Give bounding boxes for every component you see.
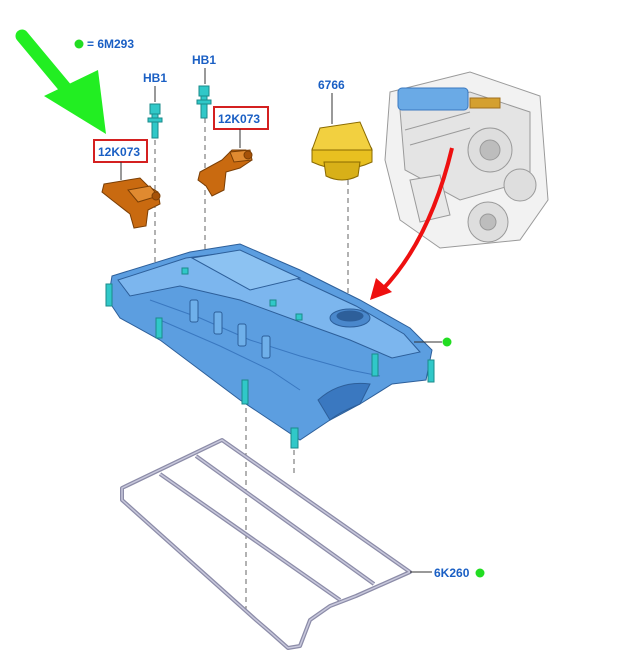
sensor-right-highlight <box>213 106 269 130</box>
bolt-right-label: HB1 <box>192 53 216 67</box>
assembly-lines <box>154 118 349 610</box>
valve-cover <box>107 243 433 441</box>
gasket-green-dot <box>475 568 485 578</box>
cover-green-dot <box>442 337 452 347</box>
cover-studs <box>105 267 435 449</box>
oil-cap <box>311 121 373 181</box>
legend-dot <box>74 39 84 49</box>
bolt-left-label: HB1 <box>143 71 167 85</box>
oil-cap-label: 6766 <box>318 78 345 92</box>
engine-thumbnail-icon <box>384 71 549 249</box>
gasket-inner <box>121 439 411 649</box>
sensor-left <box>101 177 161 229</box>
sensor-right <box>197 149 253 197</box>
bolt-left <box>147 103 163 139</box>
bolt-right <box>196 85 212 119</box>
red-location-arrow-icon <box>370 147 454 300</box>
sensor-left-label: 12K073 <box>98 145 140 159</box>
legend-text: = 6M293 <box>87 37 134 51</box>
green-pointer-arrow-icon <box>15 29 106 134</box>
sensor-right-label: 12K073 <box>218 112 260 126</box>
gasket-label: 6K260 <box>434 566 470 580</box>
